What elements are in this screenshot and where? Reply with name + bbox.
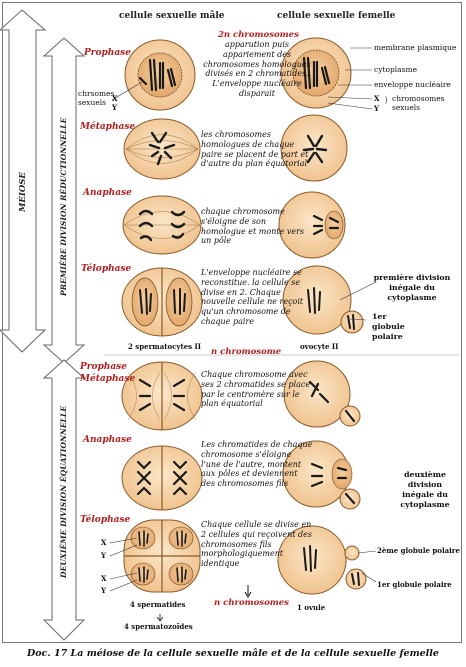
stage-prophase: Prophase — [84, 48, 131, 58]
bottom-x2-label: X — [101, 574, 107, 583]
desc-anaphase: chaque chromosome s'éloigne de son homol… — [201, 207, 305, 246]
desc-metaphase2: Chaque chromosome avec ses 2 chromatides… — [201, 370, 311, 409]
female-anaphase-cell — [278, 191, 346, 259]
meiose-label: MÉIOSE — [18, 172, 28, 212]
division2-arrow — [42, 359, 86, 641]
male-column-header: cellule sexuelle mâle — [119, 11, 225, 21]
bottom-y1-label: Y — [101, 551, 106, 560]
n-arrow — [244, 585, 252, 598]
figure-caption: Doc. 17 La méiose de la cellule sexuelle… — [27, 648, 439, 659]
meiose-arrow — [0, 9, 47, 353]
male-prophase-cell — [124, 39, 196, 111]
male-x-label: X — [112, 94, 118, 103]
stage-telophase2: Télophase — [80, 515, 131, 525]
bottom-y2-label: Y — [101, 586, 106, 595]
stage-anaphase: Anaphase — [83, 188, 132, 198]
division2-label: DEUXIÈME DIVISION ÉQUATIONNELLE — [59, 405, 68, 578]
stage-metaphase: Métaphase — [80, 122, 136, 132]
desc-telophase: L'enveloppe nucléaire se reconstitue. la… — [201, 268, 304, 326]
ovocyte-label: ovocyte II — [300, 342, 339, 351]
spermatocytes-label: 2 spermatocytes II — [128, 342, 202, 351]
female-metaphase-cell — [280, 114, 348, 182]
male-y-label: Y — [112, 103, 117, 112]
globule2-label: 2ème globule polaire — [377, 546, 460, 555]
premiere-division-label: première division inégale du cytoplasme — [373, 273, 451, 302]
desc-anaphase2: Les chromatides de chaque chromosome s'é… — [201, 440, 313, 489]
ovule-label: 1 ovule — [297, 603, 326, 612]
female-prophase-cell — [280, 37, 352, 109]
brace-symbol: } — [384, 96, 389, 104]
chromosomes-sexuels-label: chrsomes sexuels — [78, 89, 115, 107]
membrane-label: membrane plasmique — [374, 43, 457, 52]
chromosomes-sexuels-female: chromosomes sexuels — [392, 94, 445, 112]
division1-label: PREMIÈRE DIVISION RÉDUCTIONNELLE — [59, 117, 68, 296]
stage-metaphase2: Métaphase — [80, 374, 136, 384]
female-metaphase2-cells — [283, 360, 361, 428]
desc-telophase2: Chaque cellule se divise en 2 cellules q… — [201, 520, 312, 569]
female-telophase-cells — [282, 265, 364, 335]
male-telophase-cells — [121, 267, 203, 337]
male-metaphase-cell — [123, 118, 201, 180]
female-telophase2-cells — [277, 525, 367, 595]
globule1-bottom-label: 1er globule polaire — [377, 580, 452, 589]
deuxieme-division-label: deuxième division inégale du cytoplasme — [400, 470, 450, 509]
spermatides-label: 4 spermatides — [130, 600, 186, 609]
female-column-header: cellule sexuelle femelle — [277, 11, 396, 21]
male-anaphase2-cells — [121, 445, 203, 511]
n-final: n chromosomes — [214, 598, 289, 608]
enveloppe-label: enveloppe nucléaire — [374, 80, 451, 89]
male-metaphase2-cells — [121, 361, 203, 431]
stage-anaphase2: Anaphase — [83, 435, 132, 445]
female-pointers — [327, 47, 377, 583]
desc-prophase: apparution puis appariement des chromoso… — [203, 40, 311, 98]
stage-prophase2: Prophase — [80, 362, 127, 372]
globule1-label: 1er globule polaire — [372, 312, 405, 341]
stage-telophase: Télophase — [81, 264, 132, 274]
n2-title: 2n chromosomes — [218, 30, 299, 40]
spermatide-arrow — [156, 614, 164, 622]
bottom-x1-label: X — [101, 538, 107, 547]
n-title: n chromosome — [211, 347, 282, 357]
xy-pointers — [109, 81, 143, 592]
male-telophase2-cells — [123, 519, 201, 593]
spermatozoides-label: 4 spermatozoïdes — [124, 622, 193, 631]
female-x-label: X — [374, 94, 380, 103]
figure-frame — [2, 2, 462, 643]
female-anaphase2-cells — [282, 440, 361, 510]
male-anaphase-cell — [122, 195, 202, 255]
desc-metaphase: les chromosomes homologues de chaque pai… — [201, 130, 309, 169]
cytoplasme-label: cytoplasme — [374, 65, 418, 74]
female-y-label: Y — [374, 104, 379, 113]
